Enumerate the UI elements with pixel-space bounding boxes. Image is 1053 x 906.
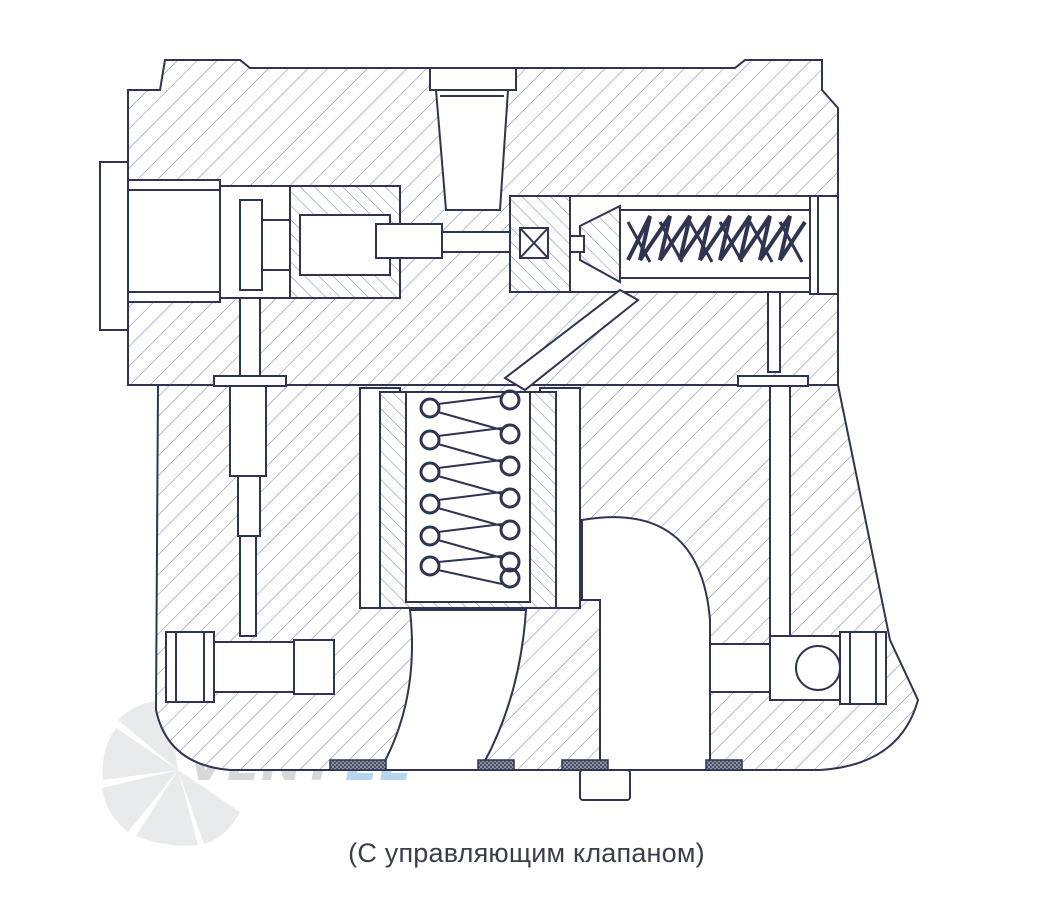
right-bottom-fitting (709, 631, 887, 705)
center-piston (359, 387, 581, 609)
left-pilot-tube (213, 297, 287, 637)
vertical-spring (419, 389, 521, 589)
left-piston (239, 185, 519, 299)
watermark-fan-logo (102, 700, 240, 846)
diagram-caption: (С управляющим клапаном) (348, 838, 705, 868)
bottom-plug (579, 769, 631, 801)
diagonal-channel (503, 288, 640, 392)
horizontal-spring (626, 214, 807, 263)
outlet-channel (581, 516, 711, 771)
top-port (429, 67, 517, 211)
left-bottom-fitting (165, 631, 335, 703)
